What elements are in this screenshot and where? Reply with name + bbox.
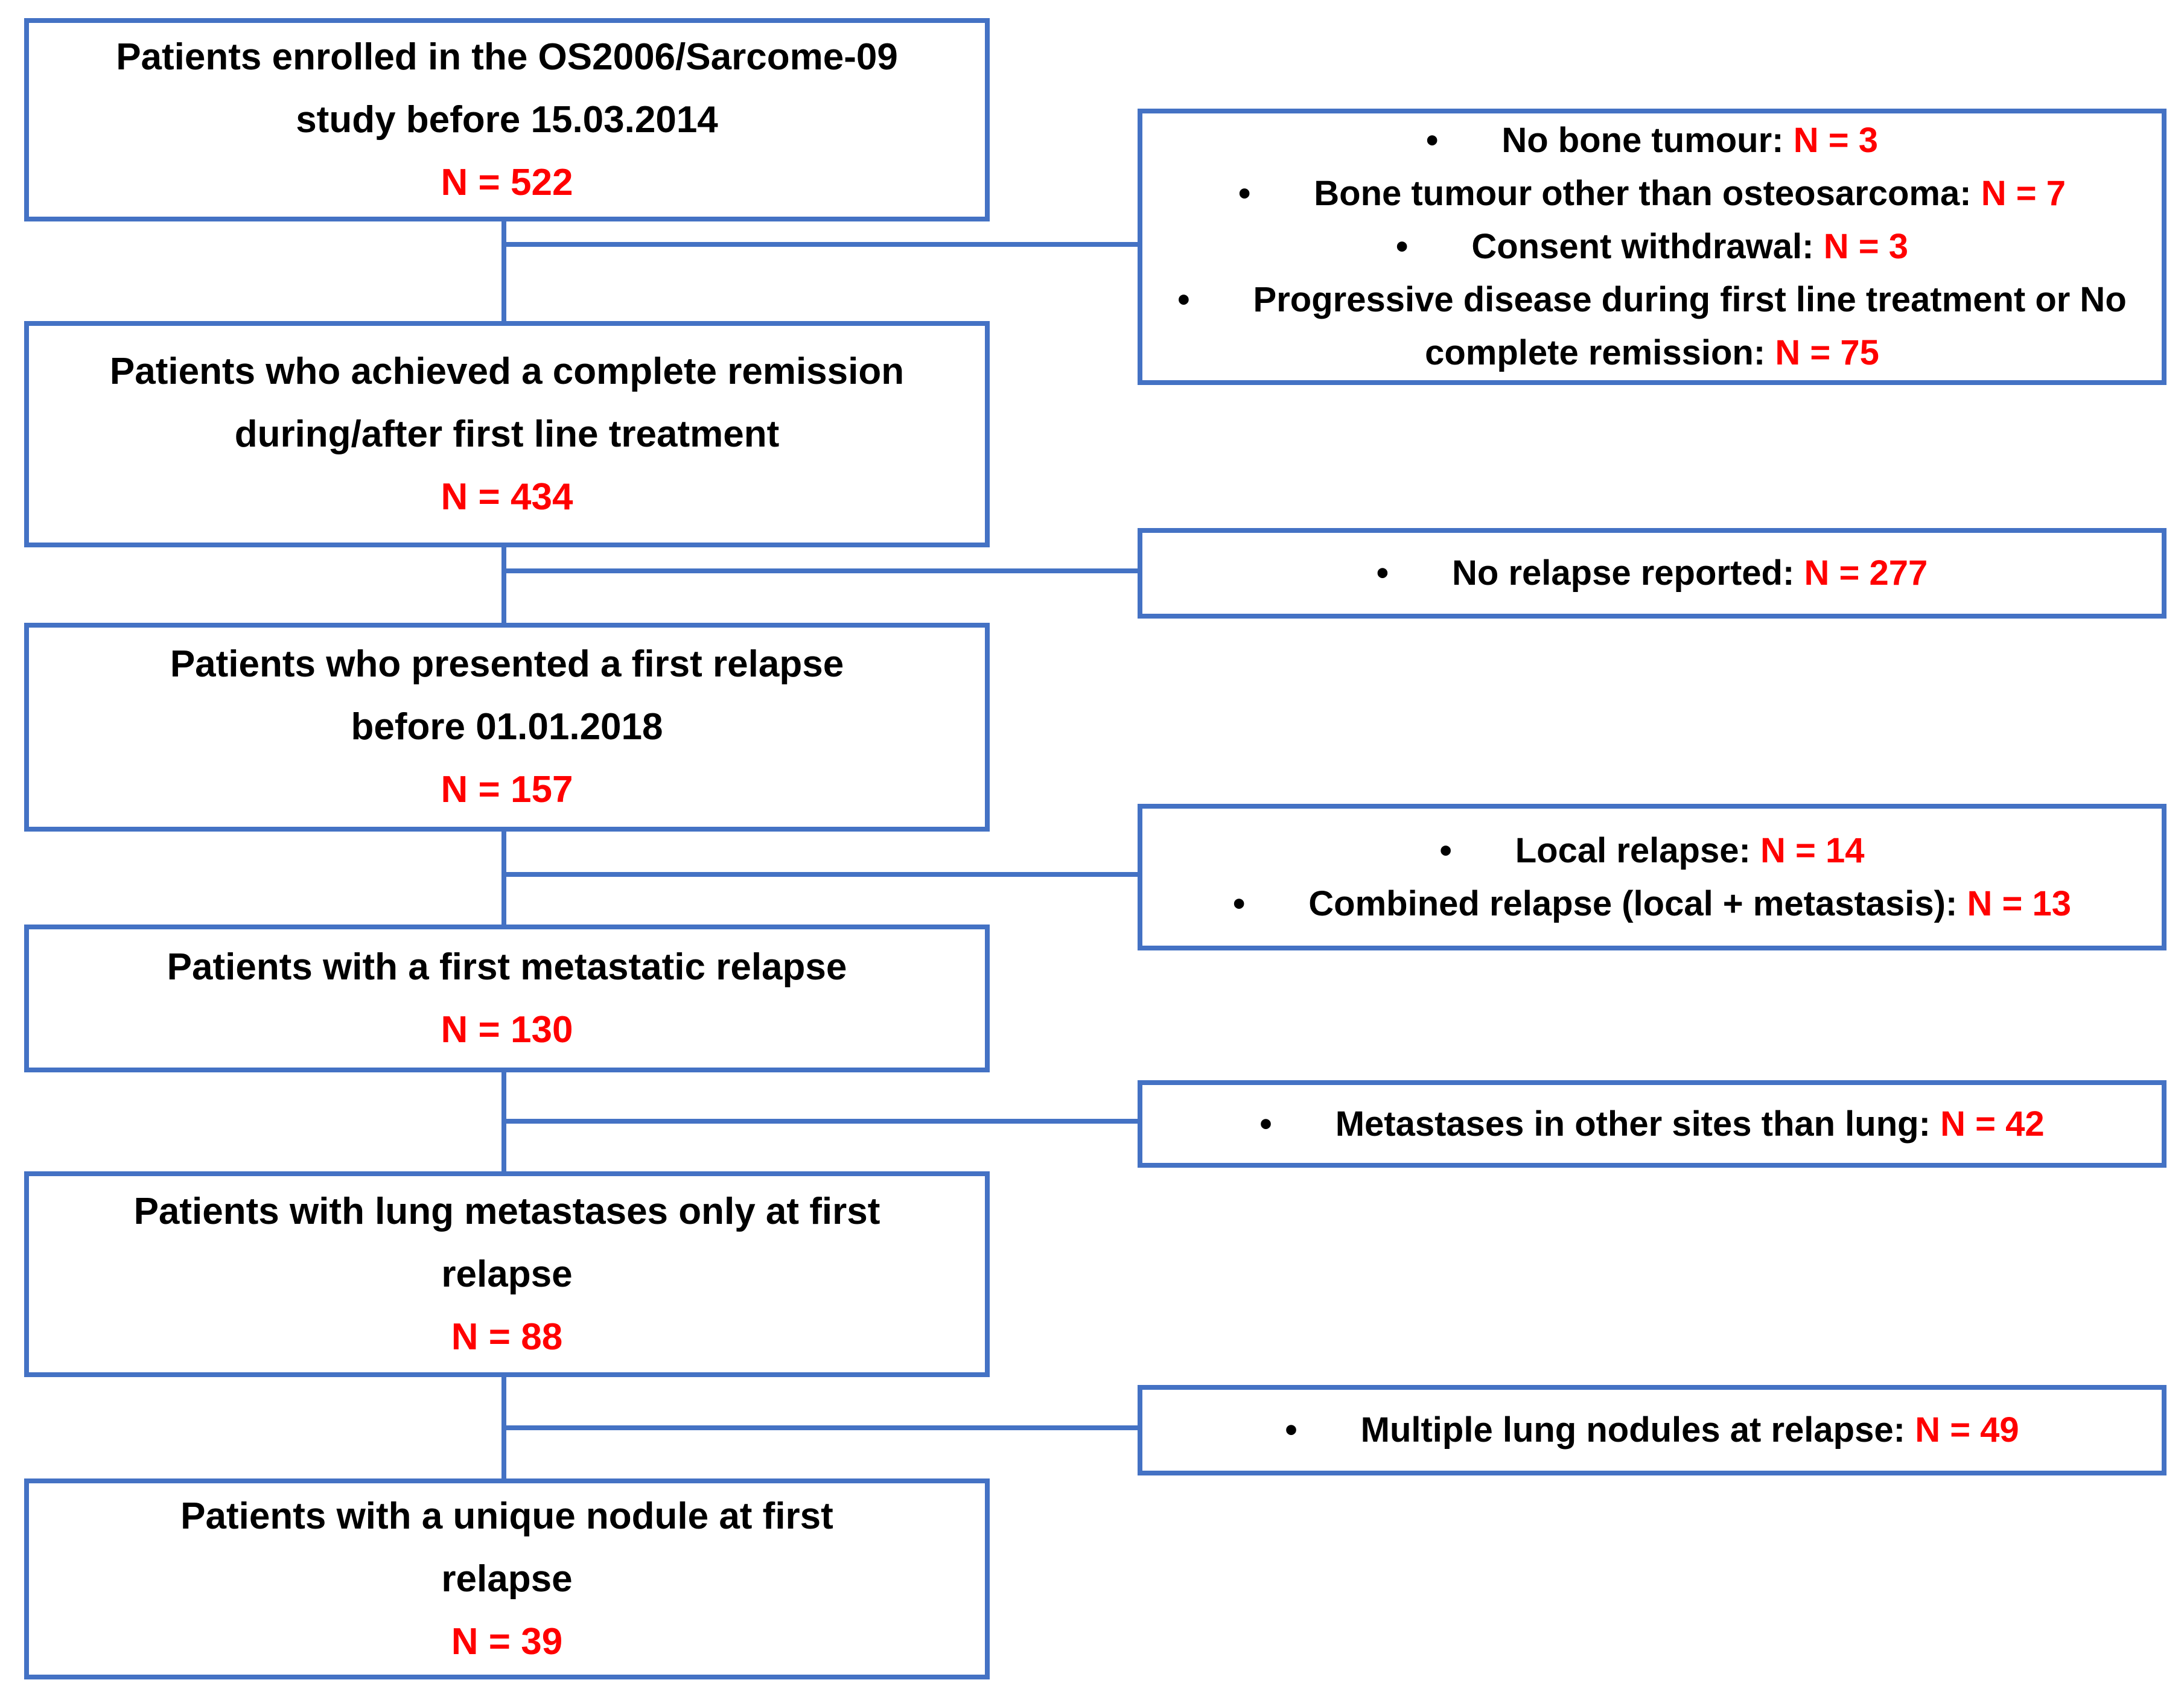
connector-vertical-1	[501, 221, 506, 321]
n-value: N = 88	[451, 1316, 563, 1358]
bullet-icon: •	[1439, 830, 1452, 870]
exclusion-n-value: N = 14	[1760, 830, 1865, 870]
exclusion-item: • Combined relapse (local + metastasis):N…	[1233, 877, 2071, 931]
exclusion-n-value: N = 3	[1793, 121, 1878, 160]
exclusion-label: Combined relapse (local + metastasis):	[1308, 883, 1958, 923]
exclusion-item: • Metastases in other sites than lung:N =…	[1259, 1098, 2044, 1151]
exclusion-item: • Multiple lung nodules at relapse:N = 49	[1285, 1404, 2019, 1457]
n-value: N = 522	[441, 161, 573, 203]
n-value: N = 434	[441, 476, 573, 518]
exclusion-label: No bone tumour:	[1501, 121, 1784, 160]
exclusion-local-relapse-box: • Local relapse:N = 14 • Combined relapse …	[1138, 804, 2166, 950]
box-text-line: before 01.01.2018	[351, 706, 663, 748]
exclusion-n-value: N = 49	[1915, 1410, 2019, 1450]
complete-remission-box: Patients who achieved a complete remissi…	[24, 321, 990, 547]
bullet-icon: •	[1376, 553, 1389, 593]
connector-branch-2	[501, 568, 1138, 573]
exclusion-item: • Progressive disease during first line t…	[1157, 273, 2147, 380]
box-text-line: relapse	[441, 1558, 573, 1600]
connector-branch-1	[501, 242, 1138, 247]
exclusion-item: • No bone tumour:N = 3	[1426, 114, 1878, 167]
exclusion-item: • Consent withdrawal:N = 3	[1396, 220, 1908, 273]
exclusion-label: Progressive disease during first line tr…	[1253, 280, 2127, 372]
box-text-line: relapse	[441, 1253, 573, 1295]
exclusion-screening-box: •No bone tumour:N = 3 •Bone tumour other…	[1138, 109, 2166, 385]
exclusion-label: Multiple lung nodules at relapse:	[1360, 1410, 1905, 1450]
box-text-line: Patients who achieved a complete remissi…	[109, 350, 905, 392]
exclusion-n-value: N = 42	[1940, 1104, 2045, 1144]
bullet-icon: •	[1285, 1410, 1297, 1450]
exclusion-label: Metastases in other sites than lung:	[1335, 1104, 1931, 1144]
connector-branch-5	[501, 1425, 1138, 1430]
lung-metastases-box: Patients with lung metastases only at fi…	[24, 1171, 990, 1377]
bullet-icon: •	[1396, 227, 1409, 266]
connector-vertical-2	[501, 547, 506, 623]
first-relapse-box: Patients who presented a first relapse b…	[24, 623, 990, 832]
box-text-line: Patients with lung metastases only at fi…	[133, 1190, 880, 1232]
exclusion-n-value: N = 277	[1804, 553, 1928, 593]
bullet-icon: •	[1238, 174, 1251, 213]
unique-nodule-box: Patients with a unique nodule at first r…	[24, 1478, 990, 1679]
exclusion-item: • Local relapse:N = 14	[1439, 824, 1864, 877]
box-text-line: Patients who presented a first relapse	[170, 643, 844, 685]
exclusion-item: • No relapse reported:N = 277	[1377, 547, 1928, 600]
bullet-icon: •	[1232, 883, 1246, 923]
connector-vertical-3	[501, 832, 506, 925]
exclusion-item: • Bone tumour other than osteosarcoma:N =…	[1238, 167, 2066, 220]
exclusion-label: Consent withdrawal:	[1471, 227, 1814, 266]
exclusion-multiple-nodules-box: • Multiple lung nodules at relapse:N = 49	[1138, 1385, 2166, 1475]
metastatic-relapse-box: Patients with a first metastatic relapse…	[24, 925, 990, 1072]
enrolled-box: Patients enrolled in the OS2006/Sarcome-…	[24, 18, 990, 221]
exclusion-n-value: N = 75	[1775, 333, 1879, 372]
exclusion-label: Bone tumour other than osteosarcoma:	[1314, 174, 1972, 213]
exclusion-label: No relapse reported:	[1452, 553, 1795, 593]
n-value: N = 39	[451, 1620, 563, 1663]
exclusion-n-value: N = 13	[1967, 883, 2072, 923]
bullet-icon: •	[1177, 280, 1190, 319]
connector-branch-4	[501, 1119, 1138, 1124]
n-value: N = 130	[441, 1008, 573, 1051]
exclusion-n-value: N = 3	[1823, 227, 1908, 266]
exclusion-no-relapse-box: • No relapse reported:N = 277	[1138, 528, 2166, 619]
box-text-line: during/after first line treatment	[234, 413, 780, 455]
exclusion-other-sites-box: • Metastases in other sites than lung:N =…	[1138, 1080, 2166, 1168]
bullet-icon: •	[1259, 1104, 1272, 1144]
box-text-line: Patients with a unique nodule at first	[180, 1495, 833, 1537]
bullet-icon: •	[1426, 121, 1439, 160]
box-text-line: study before 15.03.2014	[296, 98, 718, 141]
box-text-line: Patients with a first metastatic relapse	[167, 946, 847, 988]
connector-branch-3	[501, 872, 1138, 877]
exclusion-n-value: N = 7	[1981, 174, 2066, 213]
exclusion-label: Local relapse:	[1515, 830, 1751, 870]
box-text-line: Patients enrolled in the OS2006/Sarcome-…	[116, 36, 898, 78]
n-value: N = 157	[441, 769, 573, 810]
